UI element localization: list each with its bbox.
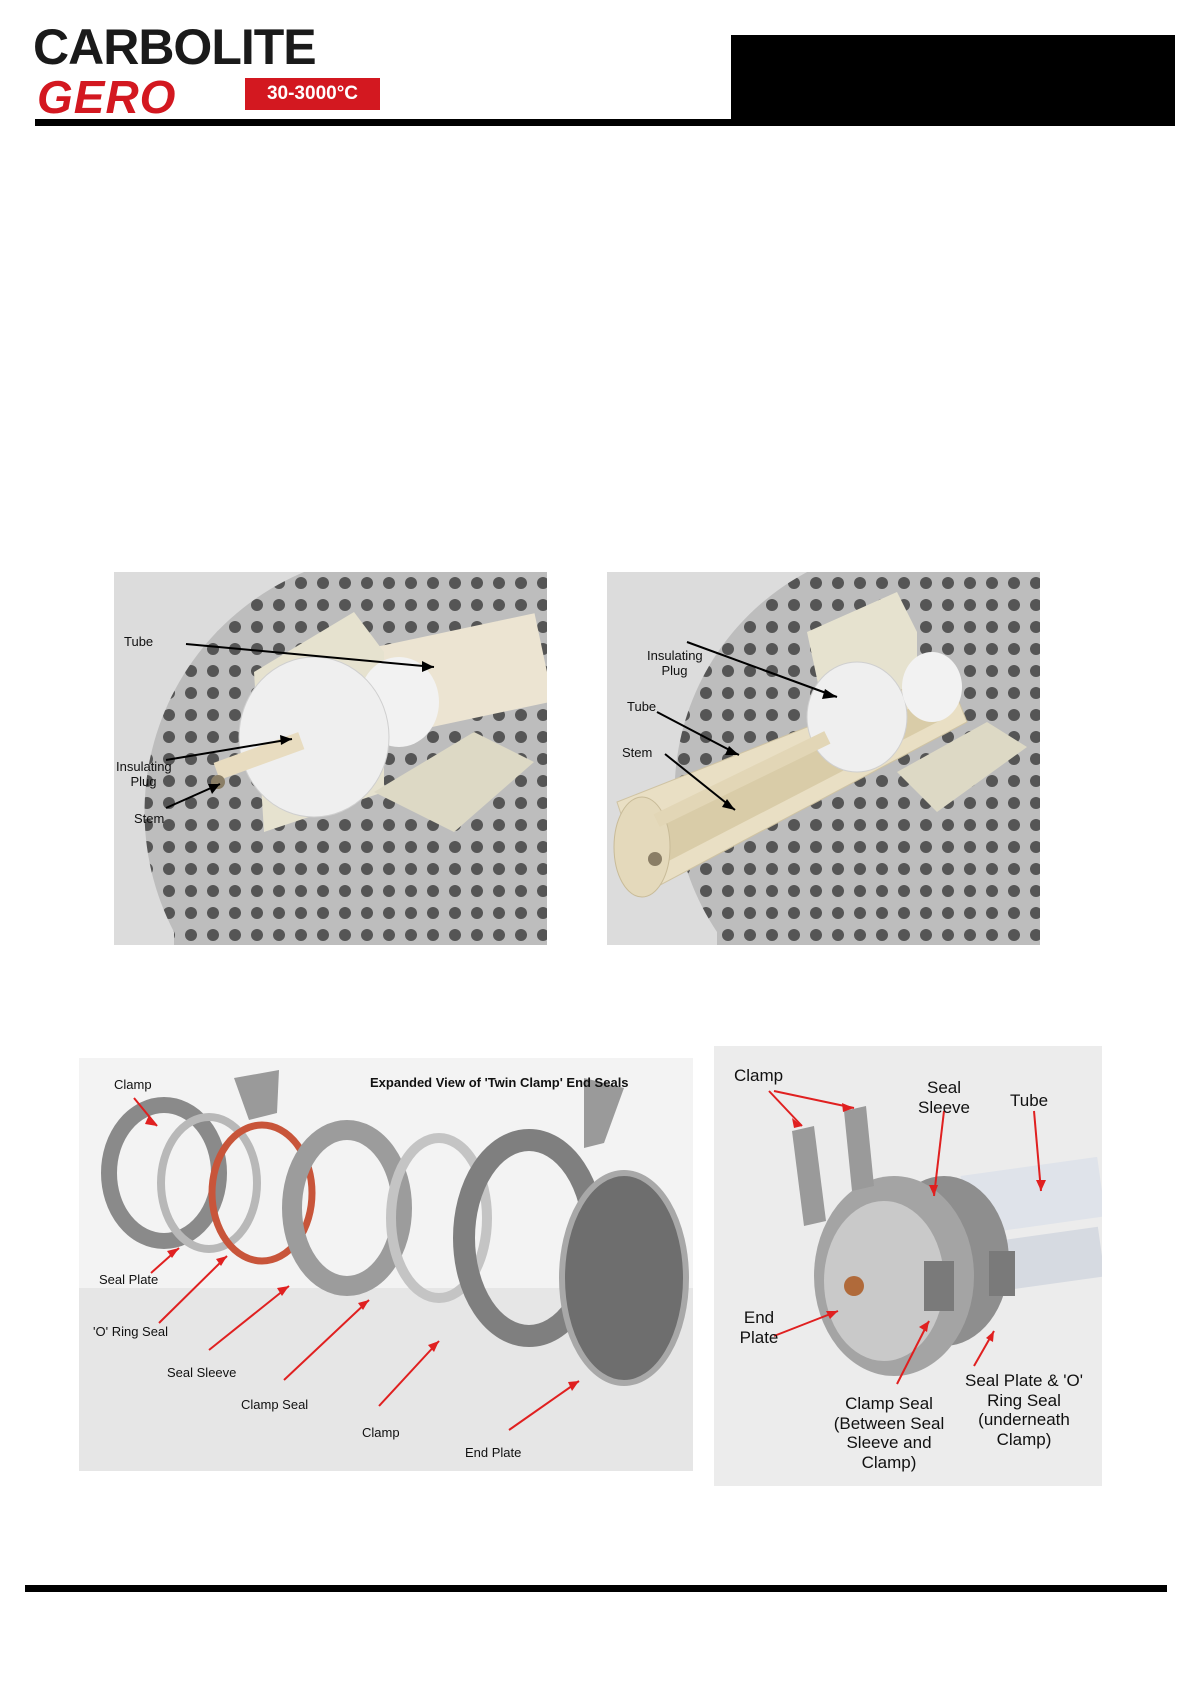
label-o-ring-seal: 'O' Ring Seal [93, 1324, 169, 1339]
label-tube: Tube [124, 634, 154, 649]
label-clamp-seal-line1: Clamp Seal [845, 1394, 933, 1413]
label-end-plate: End Plate [465, 1445, 522, 1460]
label-seal-sleeve-line2: Sleeve [918, 1097, 970, 1117]
exploded-illustration [79, 1058, 693, 1471]
figure-twin-clamp-assembled: Clamp Seal Sleeve Tube End Plate Clamp S… [714, 1046, 1102, 1486]
label-seal-plate-line1: Seal Plate & 'O' [965, 1371, 1083, 1390]
label-clamp-seal: Clamp Seal (Between Seal Sleeve and Clam… [829, 1394, 949, 1472]
label-seal-sleeve-line1: Seal [926, 1078, 962, 1097]
label-seal-sleeve: Seal Sleeve [914, 1078, 974, 1117]
label-clamp-seal-line4: Clamp) [861, 1452, 917, 1472]
plug-right-illustration [607, 572, 1040, 945]
label-insulating-plug-line2: Plug [661, 662, 688, 678]
label-seal-plate-line2: Ring Seal [987, 1390, 1061, 1410]
logo-wordmark-carbolite: CARBOLITE [33, 19, 317, 75]
label-end-plate: End Plate [734, 1308, 784, 1347]
label-clamp-bottom: Clamp [362, 1425, 400, 1440]
label-seal-sleeve: Seal Sleeve [167, 1365, 237, 1380]
label-stem: Stem [622, 745, 653, 760]
assembled-illustration [714, 1046, 1102, 1486]
leader-plug [165, 738, 293, 761]
leader-lines [133, 1097, 580, 1431]
label-insulating-plug-line2: Plug [130, 773, 157, 789]
label-end-plate-line2: Plate [739, 1327, 779, 1347]
header-black-block [731, 35, 1175, 124]
label-insulating-plug-line1: Insulating [647, 648, 703, 663]
label-tube: Tube [1010, 1091, 1049, 1110]
plug-left-illustration [114, 572, 547, 945]
leader-tube [185, 643, 435, 668]
label-seal-plate-line3: (underneath [978, 1410, 1070, 1430]
leader-tube [656, 711, 740, 756]
label-seal-plate-o-ring: Seal Plate & 'O' Ring Seal (underneath C… [959, 1371, 1089, 1449]
logo-wordmark-gero: GERO [37, 71, 177, 123]
label-insulating-plug-line1: Insulating [116, 759, 172, 774]
label-seal-plate: Seal Plate [99, 1272, 159, 1287]
figure-insulating-plug-left: Tube Insulating Plug Stem [114, 572, 547, 945]
figure-twin-clamp-exploded: Expanded View of 'Twin Clamp' End Seals … [79, 1058, 693, 1471]
logo-temperature-badge: 30-3000°C [245, 78, 380, 110]
label-tube: Tube [627, 699, 657, 714]
label-clamp-seal-line2: (Between Seal [833, 1413, 945, 1433]
label-clamp: Clamp [734, 1066, 784, 1085]
label-stem: Stem [134, 811, 165, 826]
company-logo: CARBOLITE GERO 30-3000°C [33, 19, 380, 123]
label-clamp-top: Clamp [114, 1077, 152, 1092]
label-insulating-plug: Insulating Plug [116, 759, 172, 790]
label-end-plate-line1: End [743, 1308, 775, 1327]
label-clamp-seal-line3: Sleeve and [846, 1433, 932, 1453]
figure-title: Expanded View of 'Twin Clamp' End Seals [370, 1075, 629, 1090]
leader-stem [664, 753, 736, 811]
header-rule [35, 119, 1175, 126]
footer-rule [25, 1585, 1167, 1592]
label-insulating-plug: Insulating Plug [647, 648, 703, 679]
label-clamp-seal: Clamp Seal [241, 1397, 309, 1412]
leader-plug [686, 641, 838, 698]
figure-insulating-plug-right: Insulating Plug Tube Stem [607, 572, 1040, 945]
label-seal-plate-line4: Clamp) [996, 1429, 1052, 1449]
